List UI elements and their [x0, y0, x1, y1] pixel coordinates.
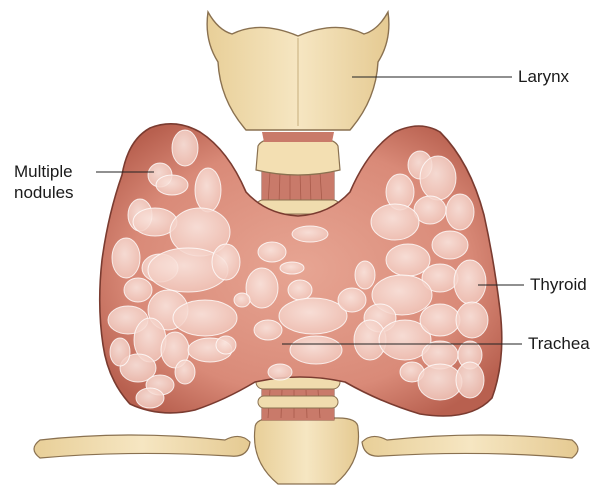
nodule: [371, 204, 419, 240]
nodule: [290, 336, 342, 364]
label-larynx: Larynx: [518, 66, 569, 87]
label-nodules-line2: nodules: [14, 182, 74, 203]
nodule: [124, 278, 152, 302]
nodule: [112, 238, 140, 278]
nodule: [386, 244, 430, 276]
nodule: [288, 280, 312, 300]
nodule: [110, 338, 130, 366]
nodule: [355, 261, 375, 289]
nodule: [136, 388, 164, 408]
nodule: [338, 288, 366, 312]
label-trachea: Trachea: [528, 333, 590, 354]
nodule: [279, 298, 347, 334]
nodule: [420, 304, 460, 336]
nodule: [234, 293, 250, 307]
larynx: [207, 12, 389, 175]
cricothyroid-membrane: [262, 132, 334, 142]
label-thyroid: Thyroid: [530, 274, 587, 295]
nodule: [246, 268, 278, 308]
nodule: [258, 242, 286, 262]
nodule: [280, 262, 304, 274]
label-nodules-line1: Multiple: [14, 161, 74, 182]
right-clavicle: [362, 435, 578, 458]
nodule: [292, 226, 328, 242]
nodule: [212, 244, 240, 280]
nodule: [173, 300, 237, 336]
label-multiple-nodules: Multiple nodules: [14, 161, 74, 203]
nodule: [195, 168, 221, 212]
sternum: [254, 418, 358, 484]
nodule: [432, 231, 468, 259]
nodule: [156, 175, 188, 195]
nodule: [418, 364, 462, 400]
nodule: [446, 194, 474, 230]
nodule: [456, 302, 488, 338]
nodule: [456, 362, 484, 398]
nodule: [254, 320, 282, 340]
trachea-ring: [258, 396, 338, 408]
nodule: [172, 130, 198, 166]
nodule: [420, 156, 456, 200]
nodule: [175, 360, 195, 384]
cricoid-cartilage: [256, 137, 340, 175]
nodule: [268, 364, 292, 380]
nodule: [216, 336, 236, 354]
nodule: [454, 260, 486, 304]
left-clavicle: [34, 435, 250, 458]
